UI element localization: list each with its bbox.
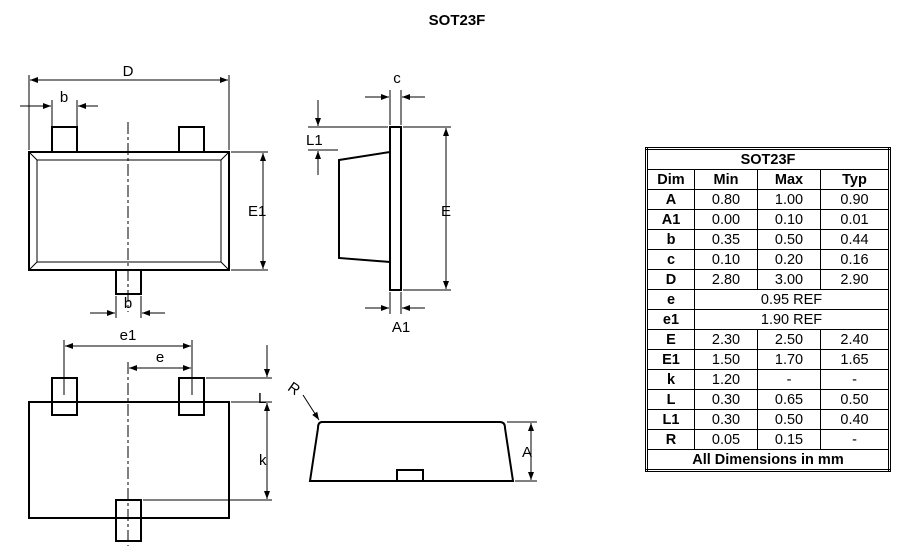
dim-label-b-top: b [60,89,68,106]
dim-label-L: L [258,390,266,407]
cell-min: 1.50 [694,349,758,370]
table-footer: All Dimensions in mm [646,449,890,471]
cell-dim: L [646,389,695,410]
table-header-row: Dim Min Max Typ [646,169,890,190]
dim-label-b-bottom: b [124,295,132,312]
dim-label-R: R [284,379,303,399]
cell-dim: e1 [646,309,695,330]
cell-dim: c [646,249,695,270]
cell-max: - [757,369,821,390]
cell-min: 0.35 [694,229,758,250]
dim-label-A: A [522,444,532,461]
cell-min: 0.05 [694,429,758,450]
dim-label-e: e [156,349,164,366]
cell-dim: E1 [646,349,695,370]
column-header: Typ [820,169,890,190]
top-view: D b E1 b [20,63,268,318]
cell-max: 3.00 [757,269,821,290]
table-title: SOT23F [646,148,890,170]
cell-dim: b [646,229,695,250]
cell-typ: 0.16 [820,249,890,270]
end-view: R A [284,379,537,482]
cell-min: 0.00 [694,209,758,230]
cell-min: 2.80 [694,269,758,290]
column-header: Min [694,169,758,190]
cell-min: 2.30 [694,329,758,350]
cell-typ: 0.44 [820,229,890,250]
cell-min: 0.30 [694,409,758,430]
cell-dim: D [646,269,695,290]
cell-max: 0.65 [757,389,821,410]
cell-max: 2.50 [757,329,821,350]
cell-dim: L1 [646,409,695,430]
cell-typ: - [820,369,890,390]
dim-label-L1: L1 [306,132,323,149]
cell-min: 0.10 [694,249,758,270]
column-header: Max [757,169,821,190]
cell-typ: 2.40 [820,329,890,350]
cell-typ: 0.90 [820,189,890,210]
cell-dim: R [646,429,695,450]
cell-ref: 1.90 REF [694,309,890,330]
cell-dim: k [646,369,695,390]
dim-label-k: k [259,452,267,469]
cell-typ: 1.65 [820,349,890,370]
cell-ref: 0.95 REF [694,289,890,310]
cell-typ: 0.50 [820,389,890,410]
cell-dim: E [646,329,695,350]
dim-label-E: E [441,203,451,220]
cell-max: 0.20 [757,249,821,270]
drawing-title: SOT23F [428,12,486,29]
cell-max: 0.15 [757,429,821,450]
cell-max: 0.10 [757,209,821,230]
bottom-view: e1 e L k [28,327,272,546]
cell-dim: A [646,189,695,210]
dim-label-D: D [123,63,134,80]
cell-typ: 0.40 [820,409,890,430]
cell-min: 0.80 [694,189,758,210]
cell-typ: 0.01 [820,209,890,230]
dim-label-A1: A1 [392,319,410,336]
dim-label-c: c [393,70,401,87]
cell-typ: 2.90 [820,269,890,290]
dim-label-e1: e1 [120,327,137,344]
cell-max: 1.70 [757,349,821,370]
cell-max: 0.50 [757,409,821,430]
cell-dim: e [646,289,695,310]
cell-min: 1.20 [694,369,758,390]
dim-label-E1: E1 [248,203,266,220]
side-view: c L1 E A1 [306,70,451,336]
cell-min: 0.30 [694,389,758,410]
cell-max: 1.00 [757,189,821,210]
cell-max: 0.50 [757,229,821,250]
cell-dim: A1 [646,209,695,230]
cell-typ: - [820,429,890,450]
column-header: Dim [646,169,695,190]
